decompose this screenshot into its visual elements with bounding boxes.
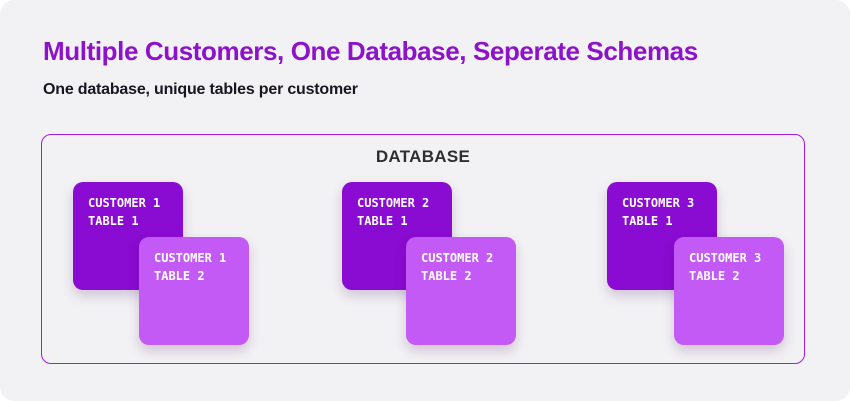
- card-table-line: TABLE 2: [689, 269, 740, 283]
- card-table-line: TABLE 1: [88, 214, 139, 228]
- database-label: DATABASE: [375, 147, 471, 166]
- card-table-line: TABLE 1: [357, 214, 408, 228]
- card-customer-line: CUSTOMER 1: [154, 251, 227, 265]
- card-customer-line: CUSTOMER 1: [88, 196, 161, 210]
- customer-1-table-2-card: CUSTOMER 1 TABLE 2: [139, 237, 249, 345]
- card-table-line: TABLE 2: [421, 269, 472, 283]
- page-title: Multiple Customers, One Database, Sepera…: [43, 36, 698, 66]
- card-table-line: TABLE 2: [154, 269, 205, 283]
- customer-3-table-2-card: CUSTOMER 3 TABLE 2: [674, 237, 784, 345]
- card-table-line: TABLE 1: [622, 214, 673, 228]
- card-customer-line: CUSTOMER 3: [622, 196, 695, 210]
- card-customer-line: CUSTOMER 2: [357, 196, 430, 210]
- page-subtitle: One database, unique tables per customer: [43, 81, 358, 98]
- customer-2-table-2-card: CUSTOMER 2 TABLE 2: [406, 237, 516, 345]
- card-customer-line: CUSTOMER 3: [689, 251, 762, 265]
- database-container: DATABASE CUSTOMER 1 TABLE 1 CUSTOMER 1 T…: [41, 134, 805, 364]
- customer-1-table-1-card: CUSTOMER 1 TABLE 1: [73, 182, 183, 290]
- card-customer-line: CUSTOMER 2: [421, 251, 494, 265]
